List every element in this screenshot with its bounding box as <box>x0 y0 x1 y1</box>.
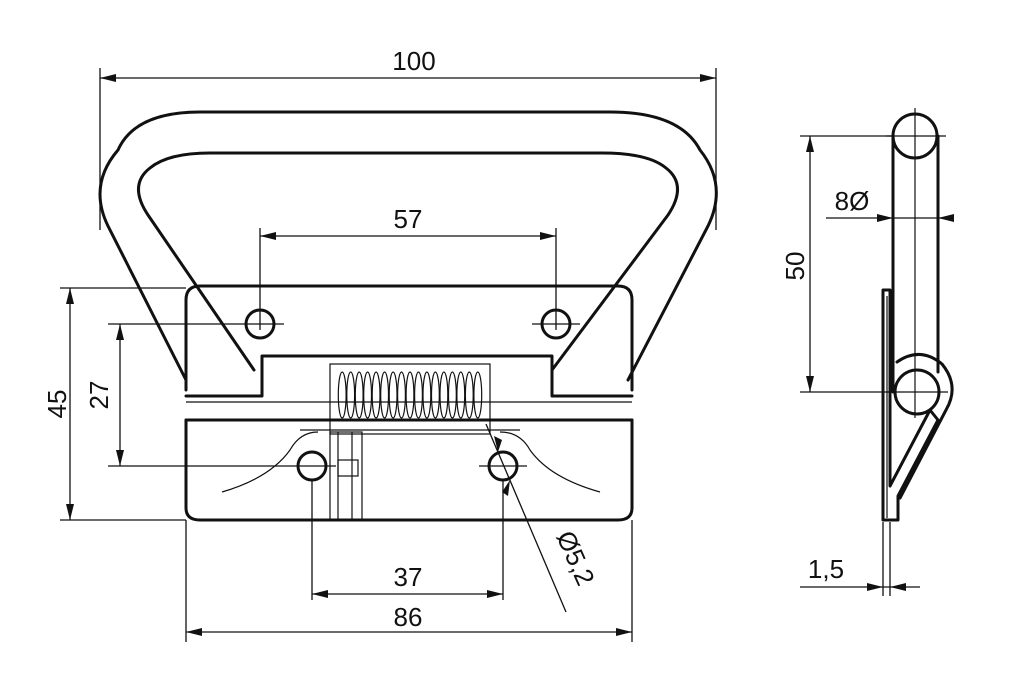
base-step <box>184 354 634 398</box>
spring-coil <box>388 371 398 419</box>
lower-plate <box>184 418 634 522</box>
dim-hole-diameter: Ø5,2 <box>551 526 601 590</box>
spring-housing <box>329 363 491 435</box>
dim-plate-thickness: 1,5 <box>808 554 844 584</box>
spring-coil <box>439 371 449 419</box>
latch-block <box>329 431 363 521</box>
spring-coil <box>354 371 364 419</box>
spring-coil <box>456 371 466 419</box>
front-view <box>98 110 718 522</box>
spring-coil <box>397 371 407 419</box>
dim-overall-height: 45 <box>42 390 72 419</box>
dim-overall-width: 100 <box>392 46 435 76</box>
side-rod <box>891 134 940 394</box>
spring <box>337 371 483 419</box>
dim-hole-spacing-top: 57 <box>394 204 423 234</box>
spring-coil <box>405 371 415 419</box>
dim-handle-height: 50 <box>780 252 810 281</box>
dim-hole-offset: 27 <box>84 381 114 410</box>
side-plate <box>881 288 940 522</box>
spring-coil <box>346 371 356 419</box>
rib-left <box>221 431 319 493</box>
spring-coil <box>464 371 474 419</box>
side-view <box>881 108 954 522</box>
side-hinge-loop <box>895 353 954 500</box>
spring-coil <box>414 371 424 419</box>
spring-coil <box>473 371 483 419</box>
latch-detail <box>337 459 359 477</box>
rib-right <box>499 431 601 493</box>
side-dimensions: 50 8Ø 1,5 <box>780 135 954 596</box>
dim-rod-diameter: 8Ø <box>835 186 870 216</box>
spring-coil <box>337 371 347 419</box>
front-dimensions: 100 57 45 27 37 86 <box>42 46 717 642</box>
handle-inner <box>137 151 679 372</box>
spring-coil <box>430 371 440 419</box>
dim-plate-width: 86 <box>394 602 423 632</box>
spring-coil <box>447 371 457 419</box>
handle-outer <box>98 110 718 382</box>
spring-coil <box>422 371 432 419</box>
spring-coil <box>371 371 381 419</box>
dim-hole-spacing-bottom: 37 <box>394 562 423 592</box>
spring-coil <box>380 371 390 419</box>
upper-plate <box>184 284 634 392</box>
spring-coil <box>363 371 373 419</box>
